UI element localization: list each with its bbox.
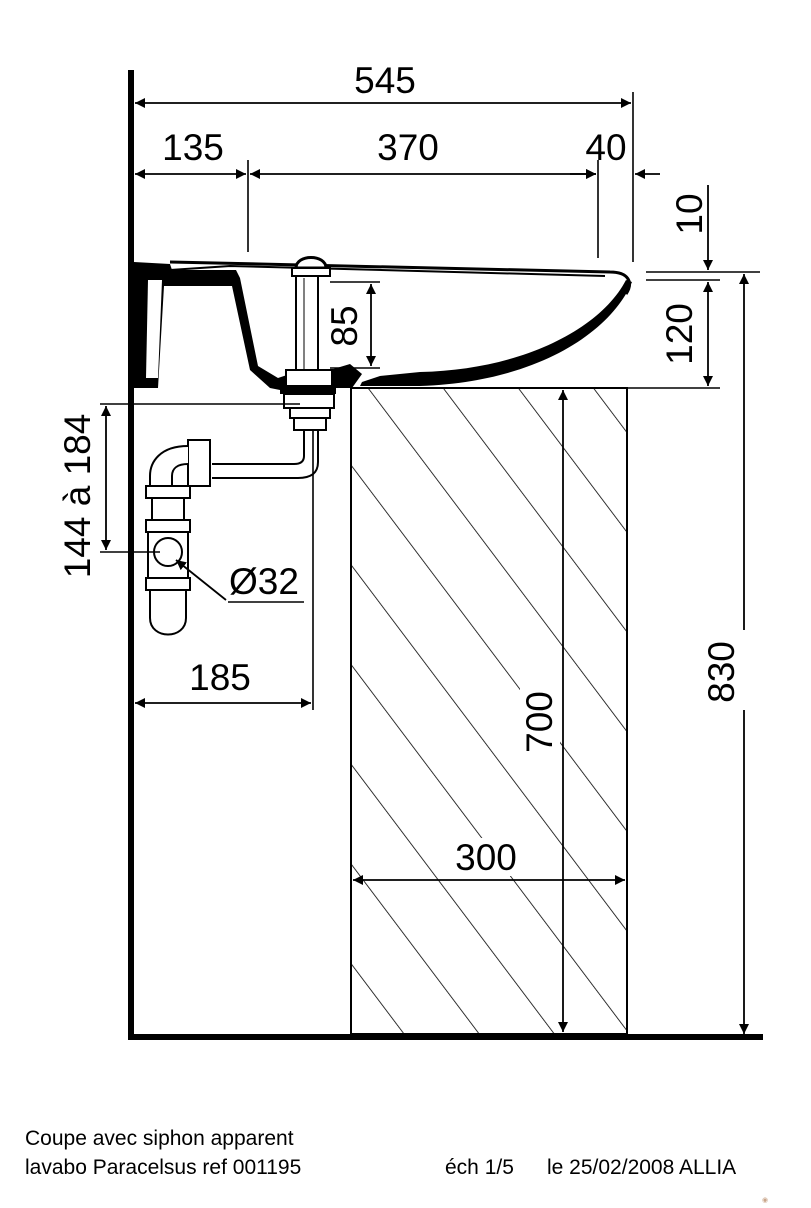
label-bowl-height: 120: [659, 303, 700, 365]
label-basin-width: 370: [377, 127, 439, 168]
label-pedestal-width: 300: [455, 837, 517, 878]
label-pedestal-height: 700: [519, 691, 560, 753]
caption-date-brand: le 25/02/2008 ALLIA: [547, 1156, 737, 1179]
label-overall-depth: 545: [354, 60, 416, 101]
siphon-trap: [145, 430, 319, 636]
label-trap-height: 144 à 184: [57, 414, 98, 579]
label-plug-height: 85: [324, 305, 365, 346]
label-overall-height: 830: [701, 641, 742, 703]
caption-model: lavabo Paracelsus ref 001195: [25, 1156, 302, 1179]
dim-line-diameter: [175, 559, 227, 601]
dimension-labels: 545 135 370 40 10 120 85 144 à 184 Ø32 1…: [57, 60, 762, 878]
watermark-logo: ◉: [762, 1197, 769, 1204]
label-rim: 40: [585, 127, 626, 168]
caption-scale: éch 1/5: [445, 1156, 514, 1179]
label-wall-offset: 135: [162, 127, 224, 168]
caption-details: lavabo Paracelsus ref 001195 éch 1/5 le 25…: [25, 1155, 736, 1181]
basin-section: [134, 260, 632, 392]
label-rim-thickness: 10: [669, 193, 710, 234]
label-trap-depth: 185: [189, 657, 251, 698]
pedestal: [350, 387, 628, 1035]
label-trap-diameter: Ø32: [229, 561, 299, 602]
extension-lines: [100, 92, 760, 710]
caption-title: Coupe avec siphon apparent: [25, 1127, 294, 1150]
